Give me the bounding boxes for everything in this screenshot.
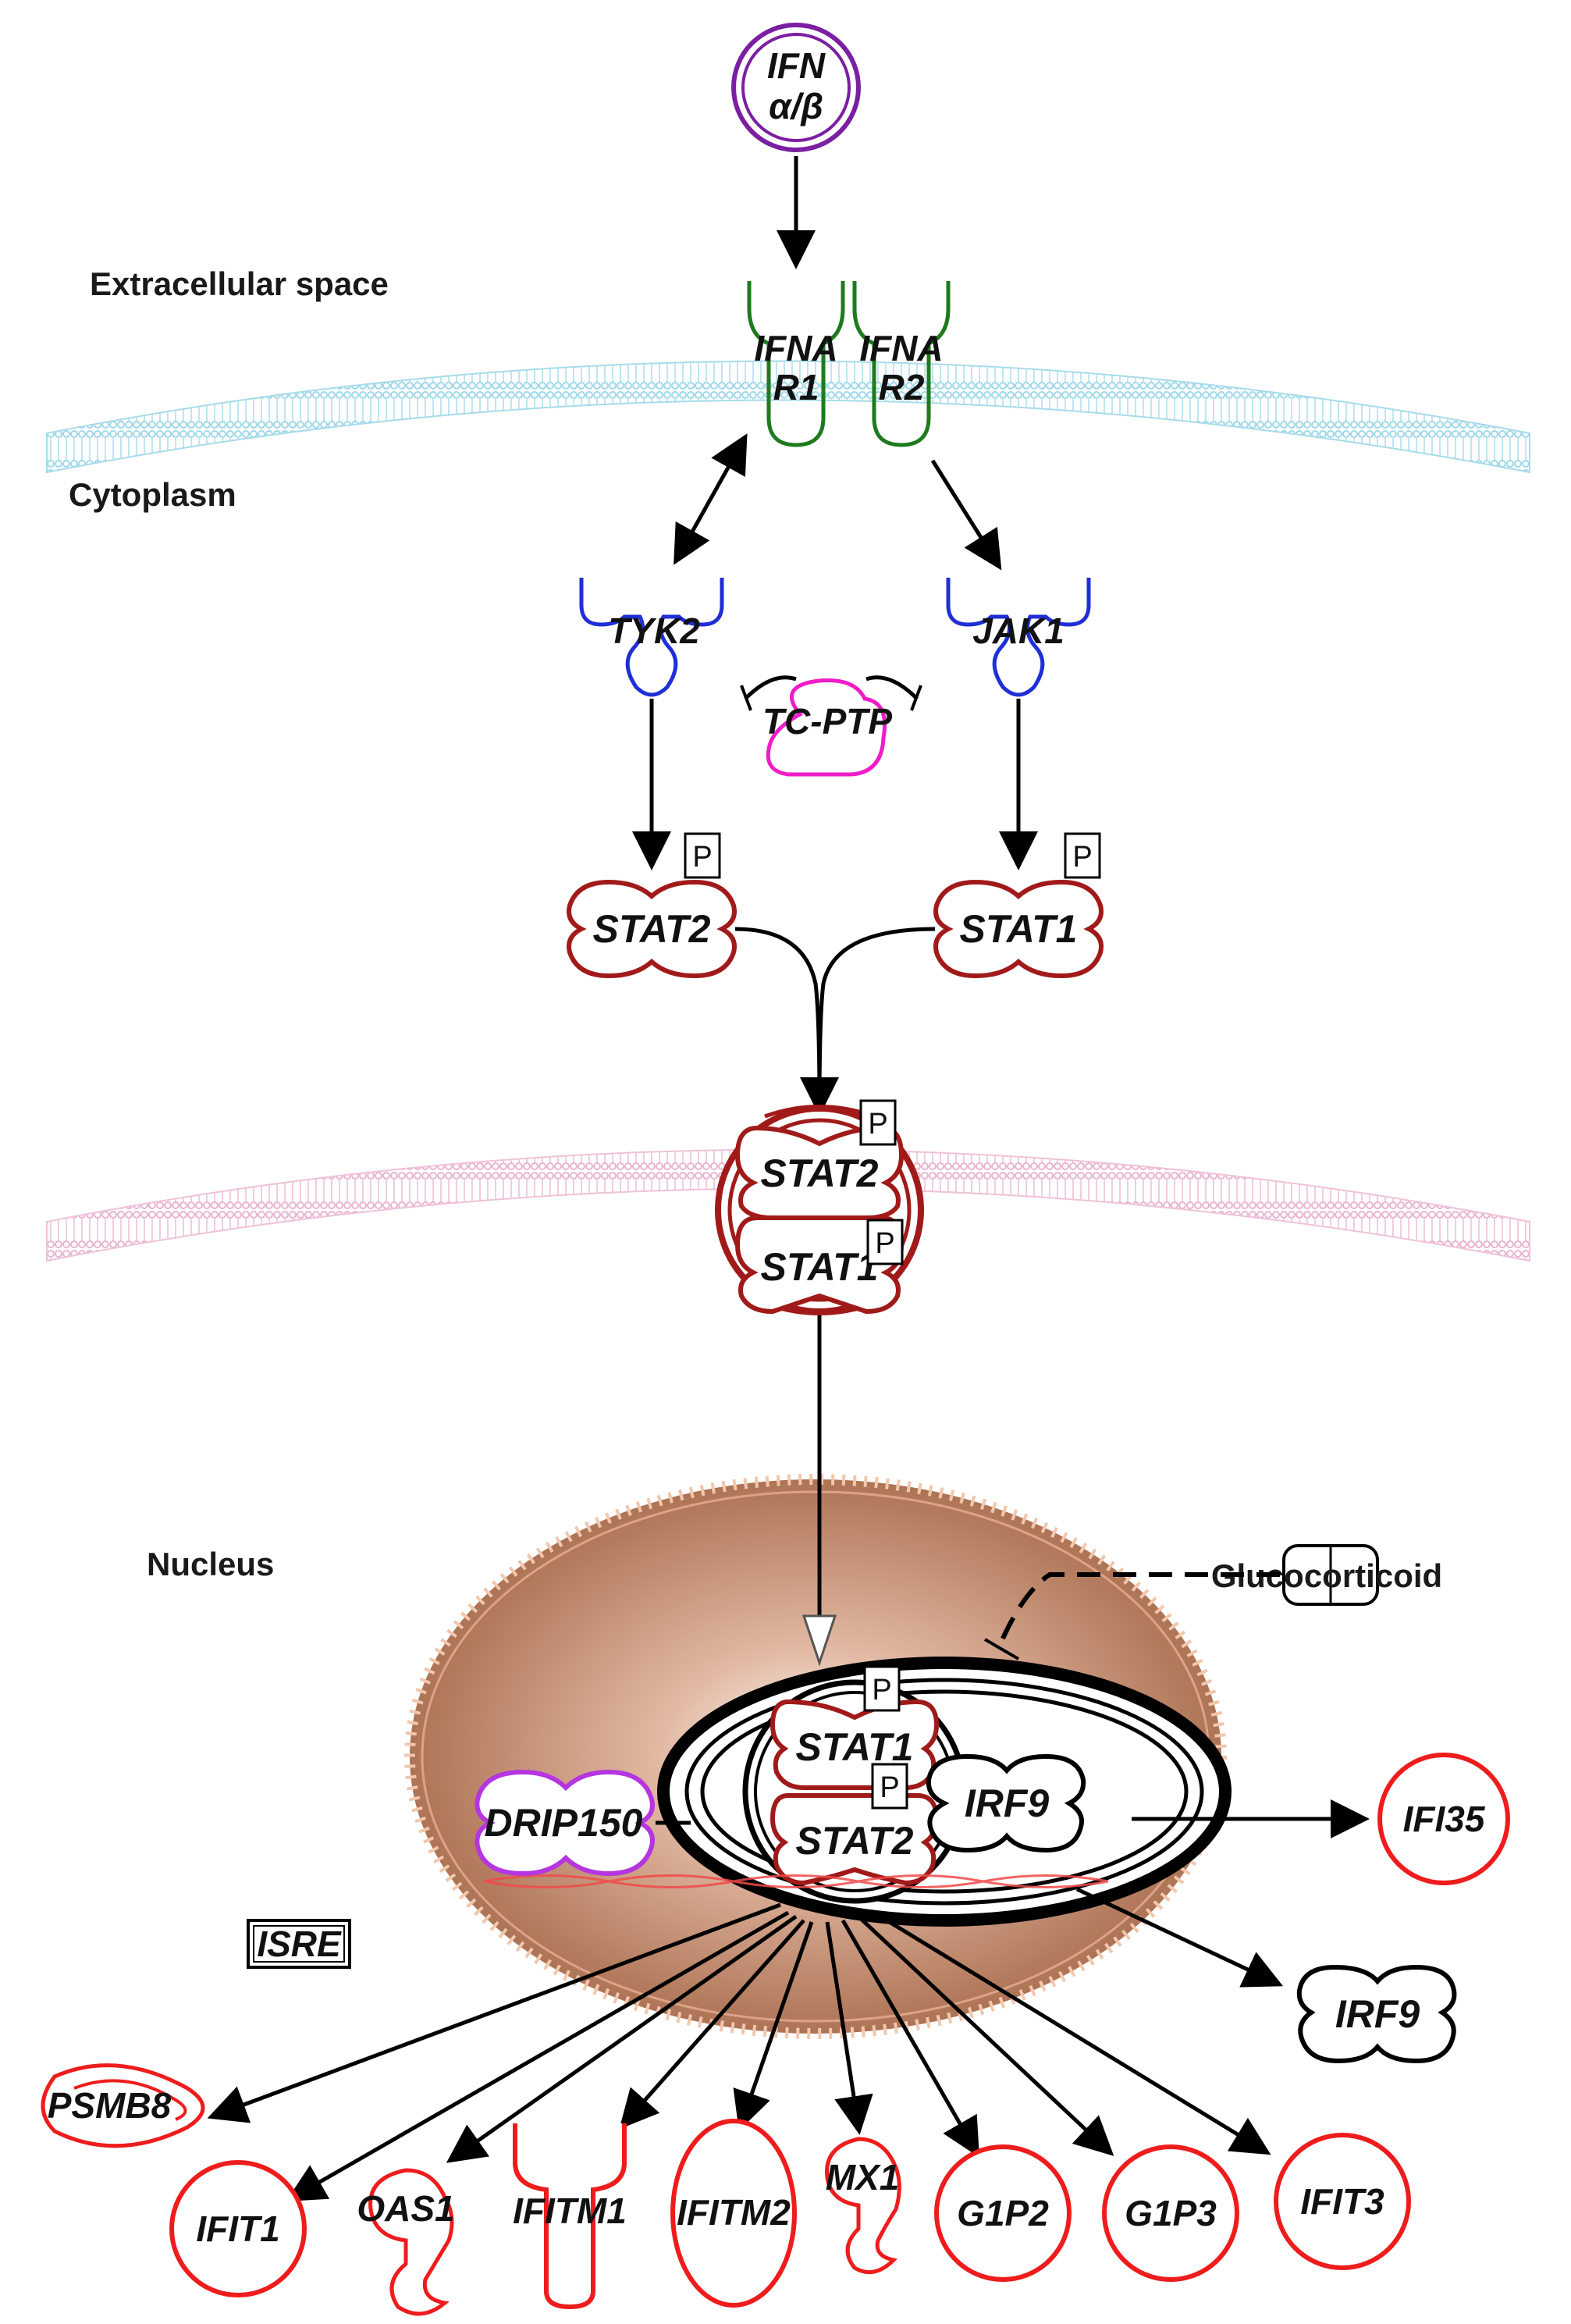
ifitm2-label: IFITM2 — [677, 2192, 791, 2233]
edge-to-g1p2 — [841, 1919, 979, 2158]
inhibit-glucocorticoid — [997, 1572, 1280, 1649]
ifitm1-label: IFITM1 — [513, 2191, 627, 2231]
edge-stat1-merge — [800, 927, 936, 1116]
ifnar2-label-line1: IFNA — [859, 328, 943, 368]
ifnar1-label-line1: IFNA — [754, 328, 837, 368]
complex-phospho-tag-1 — [859, 1099, 897, 1146]
inhibit-glucocorticoid-bar — [983, 1638, 1020, 1660]
edge-to-ifit1 — [286, 1910, 790, 2201]
target-g1p3: G1P3 — [1102, 2144, 1239, 2282]
tc-ptp-phosphatase: TC-PTP — [740, 675, 922, 777]
nuclear-stat2-label: STAT2 — [796, 1819, 914, 1863]
ifn-ligand: IFN α/β — [731, 23, 861, 152]
ifit1-label: IFIT1 — [196, 2208, 279, 2249]
irf9-target-label: IRF9 — [1335, 1992, 1420, 2036]
isgf3-complex: STAT1 STAT2 P P IRF9 — [657, 1657, 1232, 1927]
nuclear-irf9-label: IRF9 — [965, 1781, 1050, 1825]
edge-to-oas1 — [446, 1914, 798, 2163]
oas1-label: OAS1 — [357, 2188, 454, 2229]
nuclear-stat1-label: STAT1 — [796, 1725, 914, 1769]
ifi35-label: IFI35 — [1403, 1799, 1486, 1839]
nuclear-phospho-label-1: P — [872, 1674, 891, 1707]
jak1-kinase: JAK1 — [946, 578, 1091, 697]
g1p3-label: G1P3 — [1125, 2193, 1217, 2233]
tyk2-kinase: TYK2 — [579, 578, 724, 697]
stat1-phospho: STAT1 P — [933, 832, 1104, 979]
ifnar1-label-line2: R1 — [773, 367, 819, 408]
jak1-label: JAK1 — [972, 610, 1065, 651]
complex-phospho-tag-2 — [866, 1219, 904, 1265]
edge-to-psmb8 — [207, 1902, 781, 2123]
edge-stat2-merge — [734, 927, 822, 1109]
inhibit-tcptp-tyk2 — [744, 675, 797, 700]
drip150: DRIP150 — [474, 1769, 655, 1877]
tyk2-label: TYK2 — [608, 610, 700, 651]
plasma-membrane — [46, 360, 1530, 474]
region-label-nucleus: Nucleus — [147, 1546, 274, 1582]
stat-heterodimer-complex: STAT2 STAT1 P P — [715, 1099, 924, 1315]
complex-stat2-label: STAT2 — [761, 1151, 879, 1195]
translocation-arrowhead — [801, 1614, 837, 1667]
nuclear-phospho-tag-2 — [871, 1763, 908, 1810]
region-label-extracellular: Extracellular space — [90, 265, 389, 302]
edge-ifnar1-tyk2 — [674, 433, 748, 565]
edge-ifnar2-jak1 — [930, 459, 1002, 571]
isre-element: ISRE — [247, 1919, 351, 1969]
stat2-phospho: STAT2 P — [567, 832, 737, 979]
edge-to-ifitm1 — [619, 1919, 805, 2130]
target-oas1: OAS1 — [357, 2168, 455, 2316]
inhibit-tcptp-jak1 — [865, 675, 919, 700]
ifn-label-line2: α/β — [769, 86, 823, 126]
target-mx1: MX1 — [825, 2137, 901, 2275]
complex-phospho-label-1: P — [868, 1108, 887, 1141]
target-ifitm1: IFITM1 — [513, 2123, 627, 2310]
inhibit-bar-left — [740, 685, 752, 711]
complex-stat1-label: STAT1 — [761, 1245, 879, 1289]
ifn-label-line1: IFN — [767, 45, 826, 86]
dna-strand — [483, 1874, 1109, 1888]
stat1-phospho-tag — [1064, 832, 1101, 879]
target-ifi35: IFI35 — [1377, 1753, 1510, 1885]
target-g1p2: G1P2 — [934, 2144, 1072, 2282]
nuclear-phospho-label-2: P — [880, 1771, 899, 1804]
edge-to-ifit3 — [873, 1910, 1271, 2155]
edge-to-irf9 — [1075, 1887, 1284, 1988]
ifit3-label: IFIT3 — [1300, 2181, 1384, 2222]
target-ifit3: IFIT3 — [1274, 2133, 1411, 2270]
stat2-phospho-label: P — [692, 841, 712, 874]
target-ifit1: IFIT1 — [169, 2160, 307, 2297]
psmb8-label: PSMB8 — [48, 2085, 172, 2126]
stat1-phospho-label: P — [1072, 841, 1092, 874]
tc-ptp-label: TC-PTP — [762, 701, 892, 742]
stat2-label: STAT2 — [593, 907, 711, 951]
complex-phospho-label-2: P — [875, 1227, 894, 1260]
mx1-label: MX1 — [826, 2157, 900, 2198]
edge-to-g1p3 — [857, 1915, 1114, 2156]
nuclear-outer-membrane — [46, 1148, 1530, 1262]
glucocorticoid: Glucocorticoid — [1211, 1544, 1442, 1606]
target-irf9: IRF9 — [1296, 1964, 1457, 2064]
target-psmb8: PSMB8 — [41, 2063, 205, 2148]
ifnar2-receptor: IFNA R2 — [852, 281, 951, 447]
nuclear-phospho-tag-1 — [863, 1665, 901, 1712]
ifnar2-label-line2: R2 — [879, 367, 925, 408]
inhibit-bar-right — [910, 685, 922, 711]
g1p2-label: G1P2 — [957, 2193, 1049, 2233]
target-ifitm2: IFITM2 — [670, 2119, 797, 2308]
isre-label: ISRE — [257, 1924, 342, 1964]
glucocorticoid-label: Glucocorticoid — [1211, 1557, 1442, 1594]
region-label-cytoplasm: Cytoplasm — [69, 476, 236, 513]
edge-to-mx1 — [825, 1921, 873, 2135]
edge-to-ifitm2 — [733, 1921, 814, 2131]
ifnar1-receptor: IFNA R1 — [747, 281, 845, 447]
stat1-label: STAT1 — [960, 907, 1078, 951]
drip150-label: DRIP150 — [485, 1801, 643, 1845]
stat2-phospho-tag — [684, 832, 721, 879]
